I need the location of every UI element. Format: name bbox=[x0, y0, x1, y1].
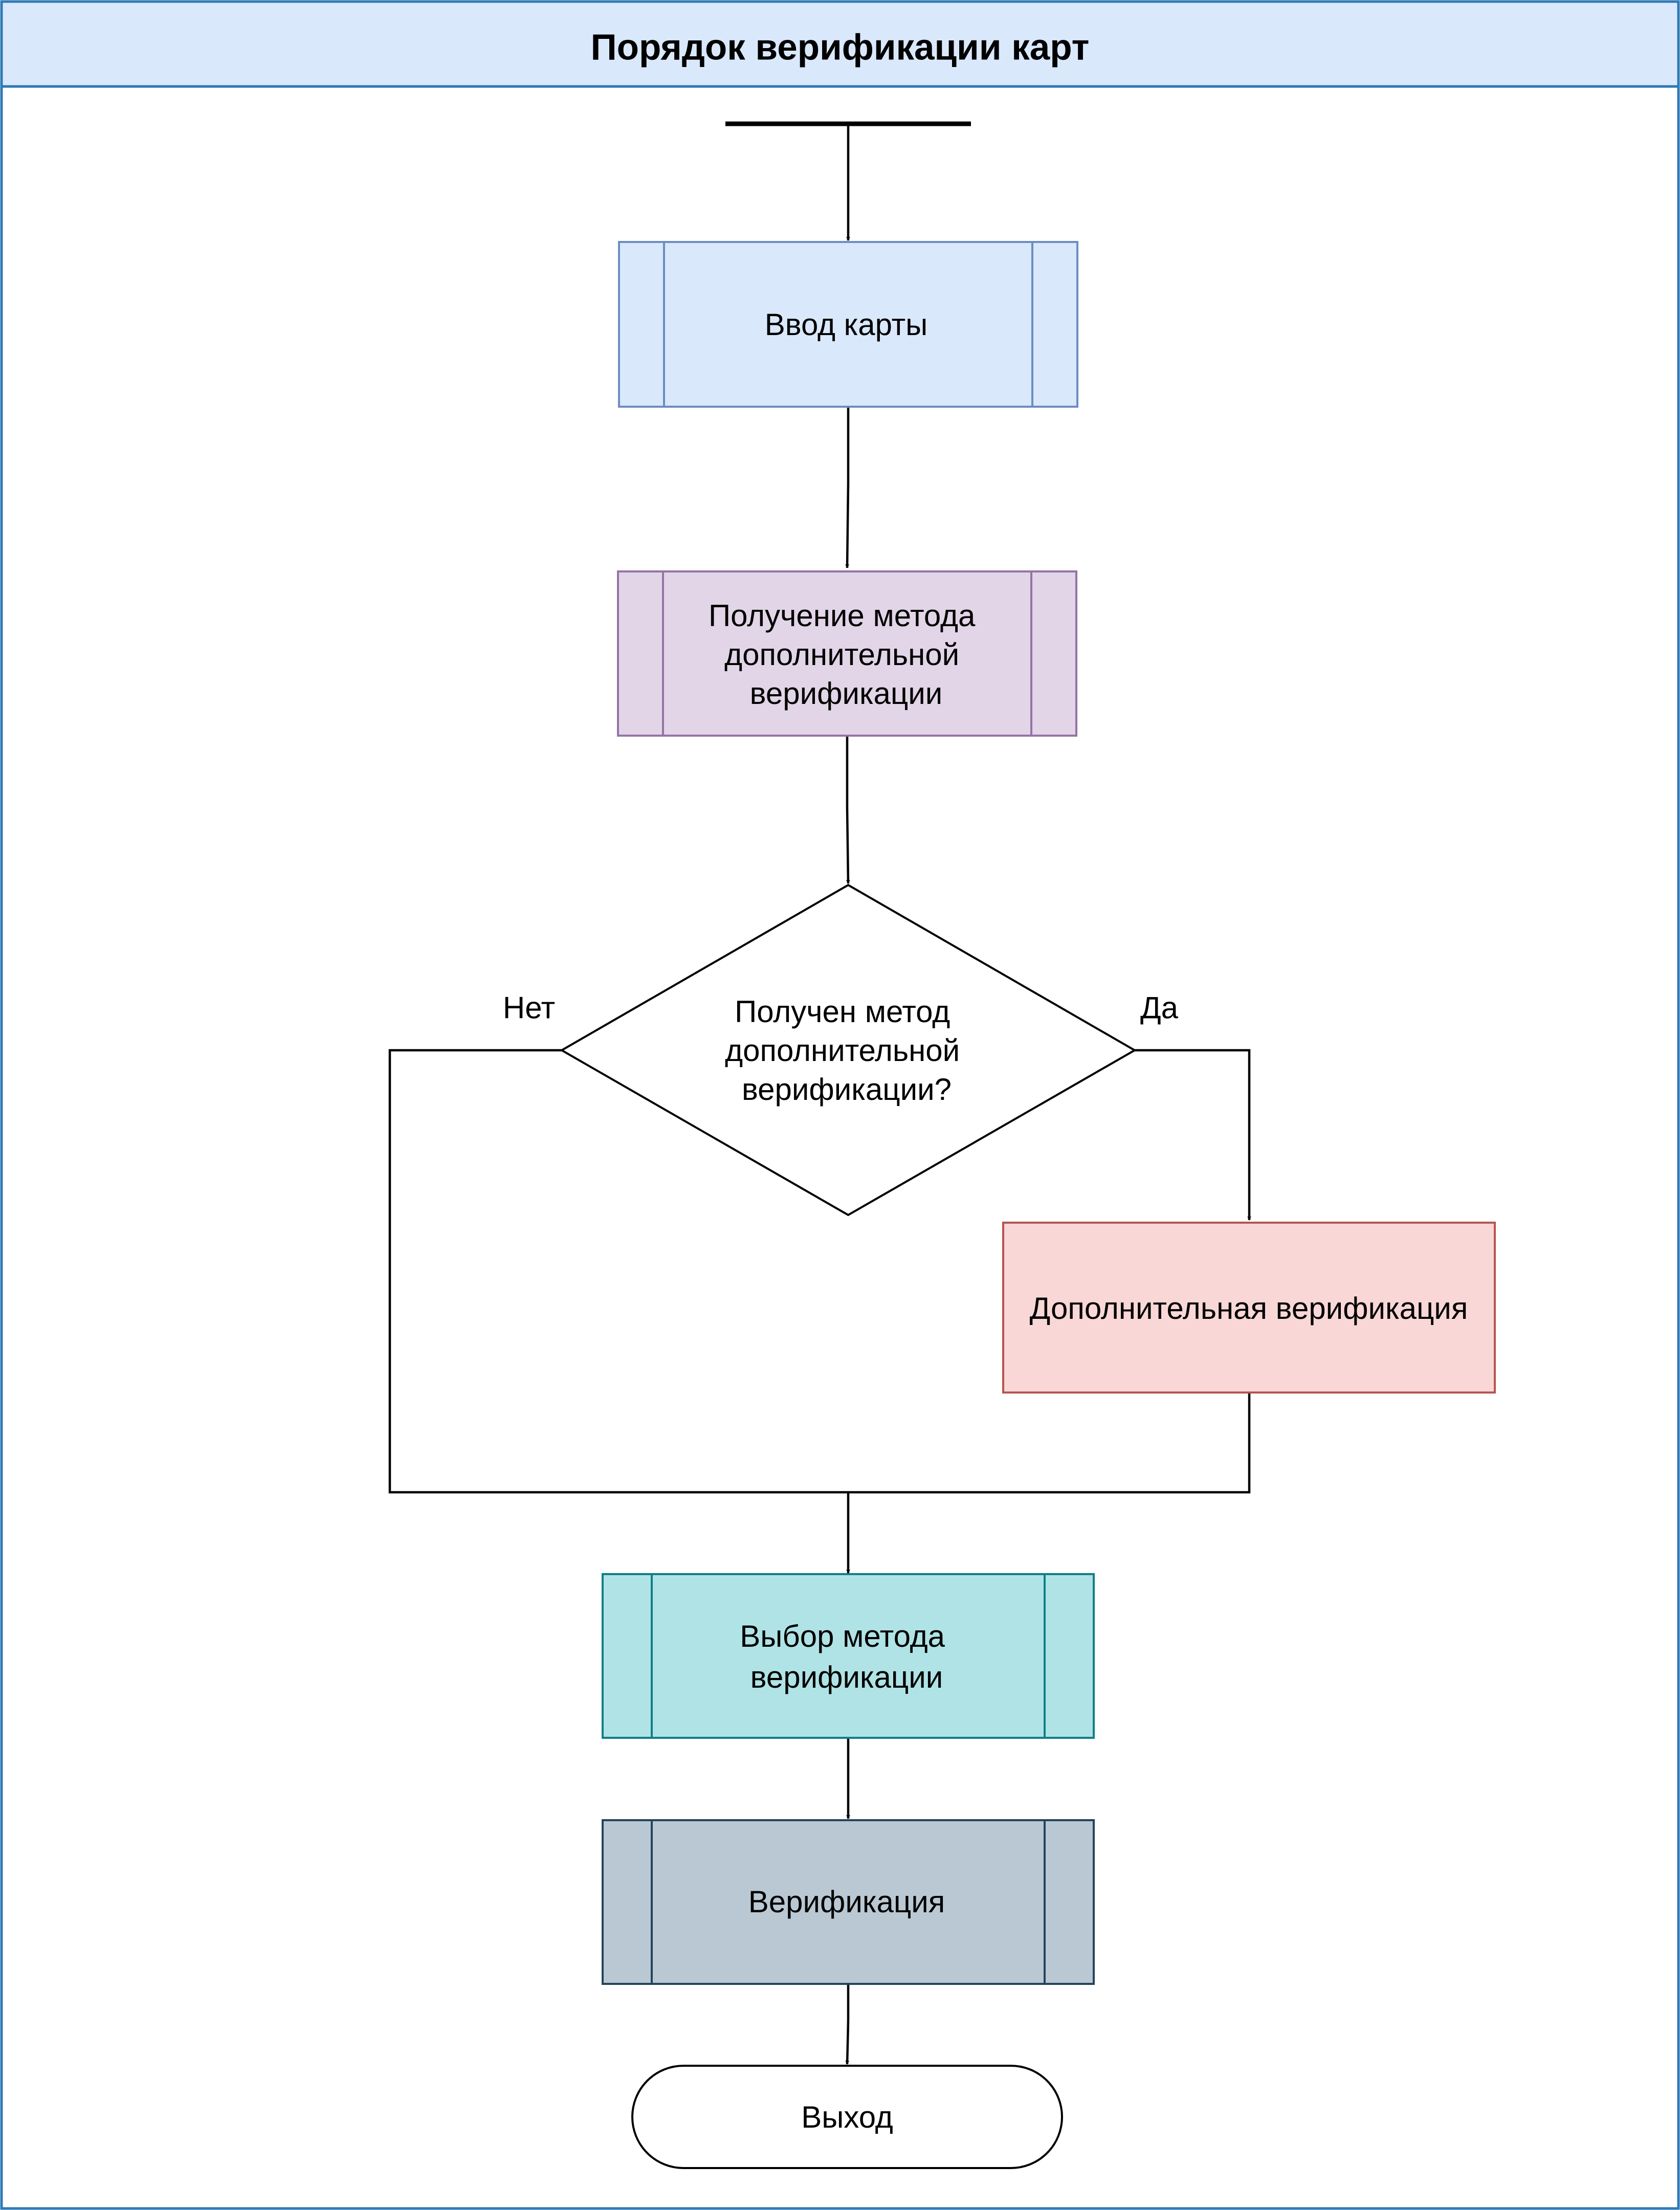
edge-card-input-to-get-method bbox=[845, 407, 850, 568]
edge-label-yes: Да bbox=[1140, 991, 1179, 1025]
card-input-label: Ввод карты bbox=[765, 307, 928, 342]
edge-label-no: Нет bbox=[503, 991, 555, 1025]
diagram-title: Порядок верификации карт bbox=[591, 28, 1090, 68]
process-verification[interactable]: Верификация bbox=[602, 1819, 1095, 1985]
edge-extra-to-merge bbox=[848, 1393, 1251, 1494]
process-card-input[interactable]: Ввод карты bbox=[618, 241, 1078, 408]
edge-decision-yes bbox=[1135, 1049, 1251, 1221]
edge-decision-no bbox=[388, 1049, 848, 1494]
title-bar bbox=[0, 0, 1680, 88]
choose-method-label: Выбор метода верификации bbox=[740, 1619, 953, 1694]
process-choose-verification-method[interactable]: Выбор метода верификации bbox=[602, 1573, 1095, 1739]
decision-method-received[interactable]: Получен метод дополнительной верификации… bbox=[559, 883, 1137, 1217]
exit-label: Выход bbox=[801, 2100, 893, 2134]
edge-get-method-to-decision bbox=[846, 736, 850, 884]
process-get-verification-method[interactable]: Получение метода дополнительной верифика… bbox=[617, 570, 1077, 737]
decision-label: Получен метод дополнительной верификации… bbox=[725, 994, 968, 1107]
process-extra-verification[interactable]: Дополнительная верификация bbox=[1002, 1222, 1496, 1394]
verification-label: Верификация bbox=[748, 1885, 945, 1919]
extra-verification-label: Дополнительная верификация bbox=[1030, 1291, 1468, 1325]
terminator-exit[interactable]: Выход bbox=[631, 2065, 1063, 2169]
edge-verification-to-exit bbox=[845, 1984, 850, 2065]
get-method-label: Получение метода дополнительной верифика… bbox=[709, 599, 984, 711]
